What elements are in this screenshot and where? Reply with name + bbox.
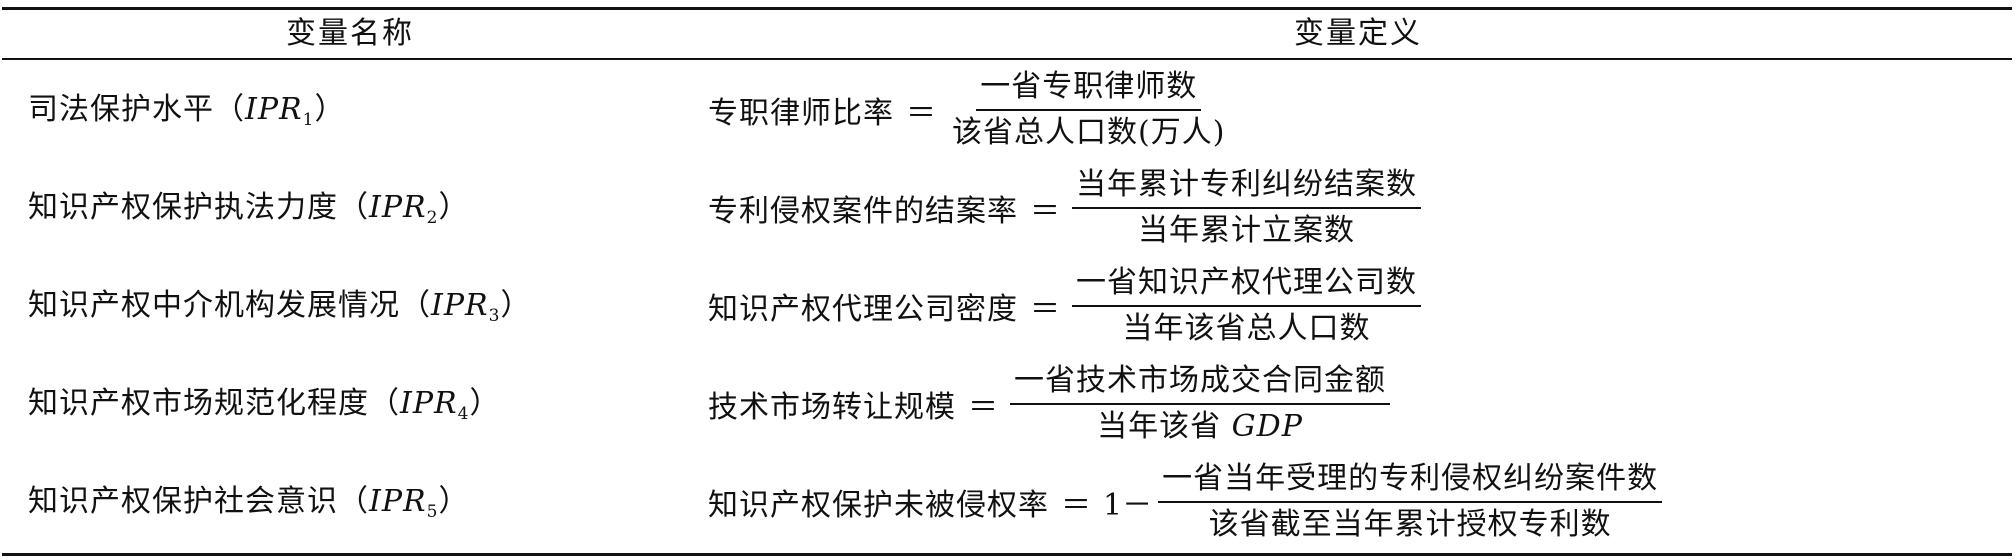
fraction-denominator: 该省截至当年累计授权专利数	[1208, 507, 1612, 542]
table-row: 司法保护水平（IPR1） 专职律师比率 ＝ 一省专职律师数 该省总人口数(万人)	[0, 62, 2016, 158]
paren-close: ）	[314, 92, 346, 127]
variable-definition: 知识产权保护未被侵权率 ＝ 1－ 一省当年受理的专利侵权纠纷案件数 该省截至当年…	[708, 454, 1663, 550]
variable-name-text: 司法保护水平	[28, 92, 214, 127]
variable-definition: 技术市场转让规模 ＝ 一省技术市场成交合同金额 当年该省 GDP	[708, 356, 1390, 452]
paren-open: （	[338, 484, 369, 519]
fraction-numerator: 一省技术市场成交合同金额	[1010, 362, 1390, 405]
fraction-denominator: 当年该省总人口数	[1122, 311, 1371, 346]
variable-subscript: 3	[488, 306, 501, 326]
paren-close: ）	[500, 288, 532, 323]
table-row: 知识产权保护执法力度（IPR2） 专利侵权案件的结案率 ＝ 当年累计专利纠纷结案…	[0, 160, 2016, 256]
variable-definition: 专职律师比率 ＝ 一省专职律师数 该省总人口数(万人)	[708, 62, 1229, 158]
table-header-rule	[2, 58, 2012, 60]
paren-open: （	[214, 92, 245, 127]
variable-symbol: IPR	[431, 288, 489, 323]
variable-name: 知识产权保护执法力度（IPR2）	[28, 160, 469, 256]
definition-label: 知识产权代理公司密度	[708, 292, 1018, 327]
definition-label: 技术市场转让规模	[708, 390, 956, 425]
table-row: 知识产权市场规范化程度（IPR4） 技术市场转让规模 ＝ 一省技术市场成交合同金…	[0, 356, 2016, 452]
definition-fraction: 一省当年受理的专利侵权纠纷案件数 该省截至当年累计授权专利数	[1158, 460, 1663, 544]
variable-name: 知识产权保护社会意识（IPR5）	[28, 454, 469, 550]
paren-close: ）	[438, 484, 470, 519]
fraction-denominator: 该省总人口数(万人)	[952, 115, 1226, 150]
denominator-gdp: GDP	[1231, 409, 1303, 444]
table-top-rule	[2, 7, 2012, 10]
variable-subscript: 5	[426, 502, 439, 522]
definition-label: 专利侵权案件的结案率	[708, 194, 1018, 229]
table-row: 知识产权中介机构发展情况（IPR3） 知识产权代理公司密度 ＝ 一省知识产权代理…	[0, 258, 2016, 354]
variable-name: 司法保护水平（IPR1）	[28, 62, 345, 158]
variable-definition: 知识产权代理公司密度 ＝ 一省知识产权代理公司数 当年该省总人口数	[708, 258, 1421, 354]
definition-fraction: 一省知识产权代理公司数 当年该省总人口数	[1072, 264, 1421, 348]
variable-symbol: IPR	[400, 386, 458, 421]
paren-open: （	[400, 288, 431, 323]
equals-sign: ＝	[906, 96, 936, 131]
fraction-numerator: 一省专职律师数	[976, 68, 1202, 111]
equals-sign: ＝	[1030, 194, 1060, 229]
table-row: 知识产权保护社会意识（IPR5） 知识产权保护未被侵权率 ＝ 1－ 一省当年受理…	[0, 454, 2016, 550]
variable-symbol: IPR	[369, 484, 427, 519]
table-bottom-rule	[2, 553, 2012, 556]
definition-fraction: 一省专职律师数 该省总人口数(万人)	[948, 68, 1229, 152]
equals-sign: ＝	[1061, 488, 1091, 523]
fraction-numerator: 一省知识产权代理公司数	[1072, 264, 1421, 307]
variable-subscript: 1	[302, 110, 315, 130]
variable-subscript: 2	[426, 208, 439, 228]
variable-subscript: 4	[457, 404, 470, 424]
variable-name: 知识产权中介机构发展情况（IPR3）	[28, 258, 531, 354]
paren-close: ）	[469, 386, 501, 421]
paren-close: ）	[438, 190, 470, 225]
variable-name-text: 知识产权市场规范化程度	[28, 386, 369, 421]
fraction-numerator: 当年累计专利纠纷结案数	[1072, 166, 1421, 209]
definition-fraction: 当年累计专利纠纷结案数 当年累计立案数	[1072, 166, 1421, 250]
denominator-text: 当年该省	[1097, 409, 1222, 444]
variable-name-text: 知识产权保护社会意识	[28, 484, 338, 519]
equals-sign: ＝	[968, 390, 998, 425]
paren-open: （	[369, 386, 400, 421]
header-variable-definition: 变量定义	[1294, 16, 1422, 51]
definition-prefix: 1－	[1103, 488, 1153, 523]
paren-open: （	[338, 190, 369, 225]
fraction-denominator: 当年累计立案数	[1138, 213, 1355, 248]
variable-name: 知识产权市场规范化程度（IPR4）	[28, 356, 500, 452]
equals-sign: ＝	[1030, 292, 1060, 327]
variable-symbol: IPR	[369, 190, 427, 225]
header-variable-name: 变量名称	[286, 16, 414, 51]
fraction-denominator: 当年该省 GDP	[1093, 405, 1307, 446]
definition-label: 专职律师比率	[708, 96, 894, 131]
definition-label: 知识产权保护未被侵权率	[708, 488, 1049, 523]
variable-name-text: 知识产权中介机构发展情况	[28, 288, 400, 323]
variable-name-text: 知识产权保护执法力度	[28, 190, 338, 225]
definition-fraction: 一省技术市场成交合同金额 当年该省 GDP	[1010, 362, 1390, 446]
fraction-numerator: 一省当年受理的专利侵权纠纷案件数	[1158, 460, 1663, 503]
variable-symbol: IPR	[245, 92, 303, 127]
variable-definition: 专利侵权案件的结案率 ＝ 当年累计专利纠纷结案数 当年累计立案数	[708, 160, 1421, 256]
